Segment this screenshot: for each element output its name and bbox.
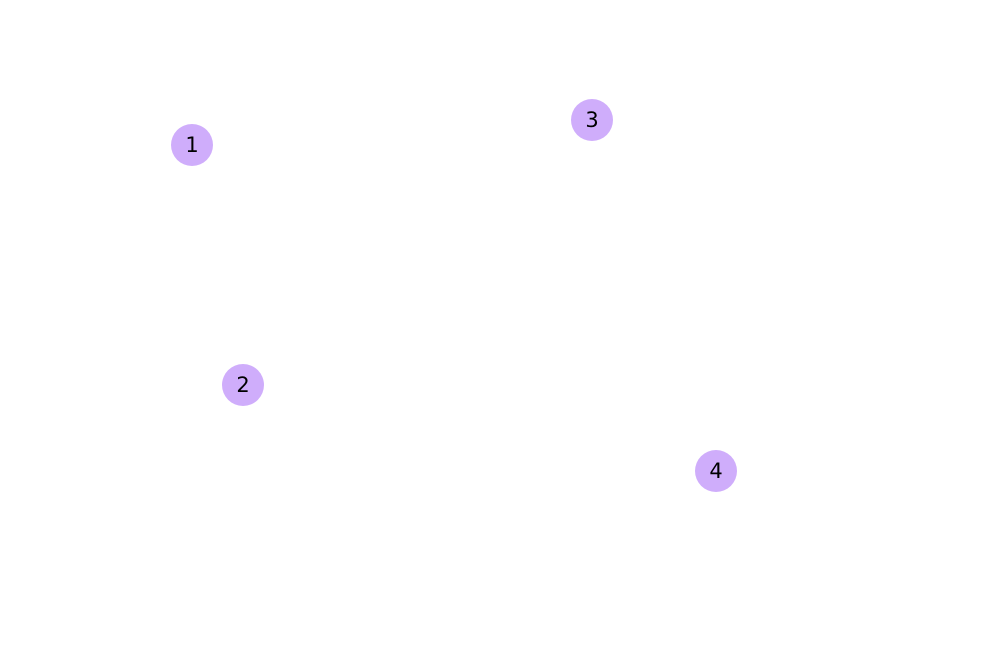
node-1-label: 1	[185, 132, 199, 157]
node-3-label: 3	[585, 107, 599, 132]
node-3[interactable]: 3	[571, 99, 613, 141]
node-4-label: 4	[709, 458, 723, 483]
node-1[interactable]: 1	[171, 124, 213, 166]
node-4[interactable]: 4	[695, 450, 737, 492]
node-2[interactable]: 2	[222, 364, 264, 406]
node-2-label: 2	[236, 372, 250, 397]
